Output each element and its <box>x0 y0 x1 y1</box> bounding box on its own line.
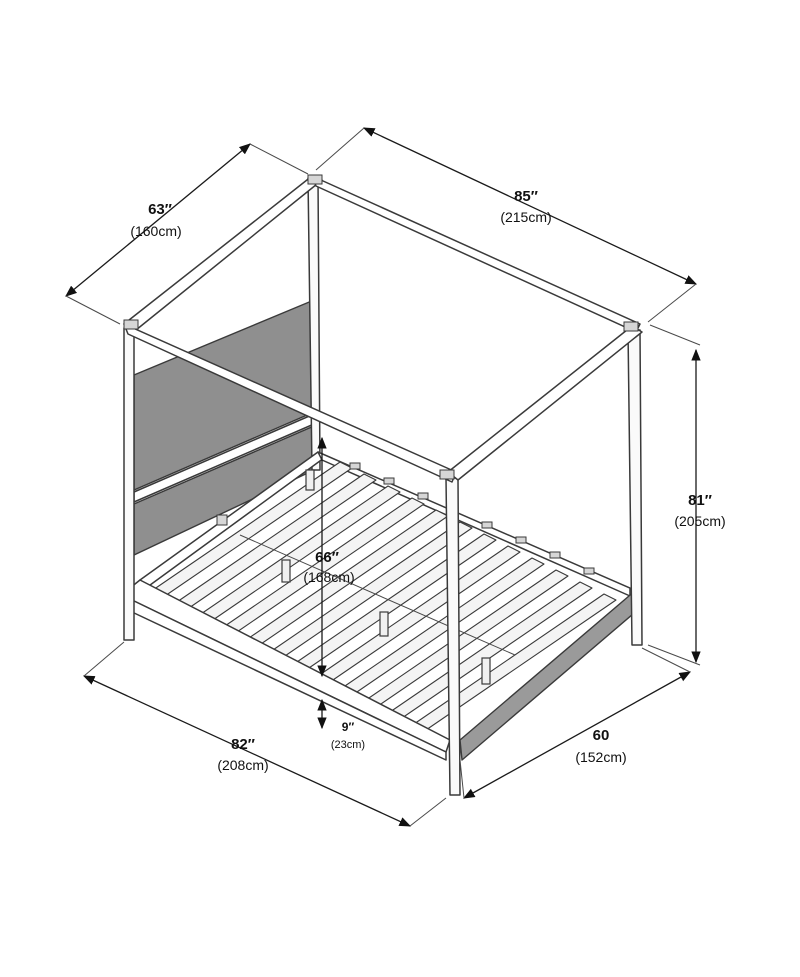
dim-line-length <box>362 127 698 285</box>
corner-cap-br <box>623 321 639 332</box>
support-leg-4 <box>305 469 315 491</box>
label-width-secondary: (152cm) <box>575 749 626 765</box>
corner-cap-fr <box>439 469 455 480</box>
label-height-primary: 81″ <box>688 492 712 509</box>
label-depth-secondary: (160cm) <box>130 223 181 239</box>
corner-cap-bl <box>307 174 323 185</box>
support-leg-1 <box>281 559 291 583</box>
label-length-primary: 85″ <box>514 188 538 205</box>
headboard <box>133 298 315 557</box>
label-height-secondary: (205cm) <box>674 513 725 529</box>
headboard-bracket <box>216 514 228 526</box>
dim-line-front-length <box>82 675 412 827</box>
center-support <box>239 534 516 656</box>
dimension-labels: 63″ (160cm) 85″ (215cm) 81″ (205cm) 66″ … <box>130 188 725 773</box>
canopy-rail-front <box>123 323 457 483</box>
support-leg-2 <box>379 611 389 637</box>
label-front-length-primary: 82″ <box>231 736 255 753</box>
label-inner-height-primary: 66″ <box>315 549 339 566</box>
front-left-post <box>123 325 135 641</box>
slats <box>149 461 617 731</box>
label-length-secondary: (215cm) <box>500 209 551 225</box>
label-width-primary: 60 <box>593 727 610 744</box>
label-clearance-secondary: (23cm) <box>331 739 365 751</box>
support-leg-3 <box>481 657 491 685</box>
label-front-length-secondary: (208cm) <box>217 757 268 773</box>
dimension-lines <box>65 127 701 827</box>
canopy-rail-back <box>311 175 641 333</box>
corner-cap-fl <box>123 319 139 330</box>
dim-line-width <box>462 671 692 799</box>
canopy-rail-right <box>447 325 643 481</box>
canopy-rail-left <box>123 175 323 331</box>
label-clearance-primary: 9″ <box>342 720 355 734</box>
label-depth-primary: 63″ <box>148 201 172 218</box>
dim-line-depth <box>65 143 251 297</box>
label-inner-height-secondary: (168cm) <box>303 569 354 585</box>
